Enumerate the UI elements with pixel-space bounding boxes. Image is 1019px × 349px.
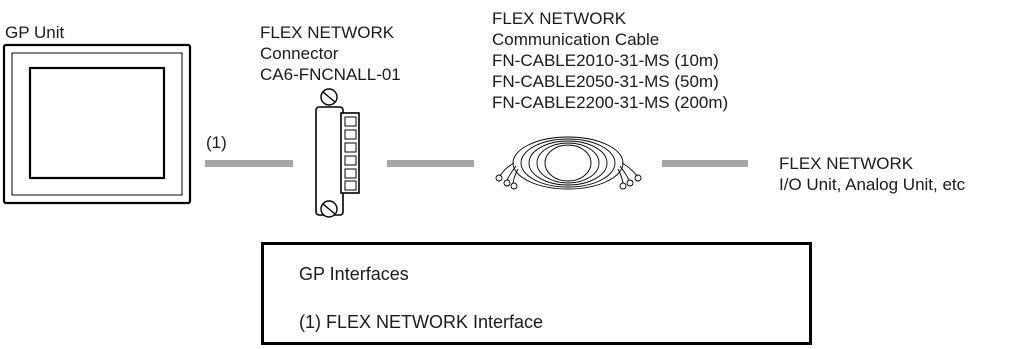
cable-segment-cable-io <box>662 160 748 167</box>
legend-item: (1) FLEX NETWORK Interface <box>299 312 544 332</box>
comm-cable-label-line: FLEX NETWORK <box>492 9 627 28</box>
connector-label-line: Connector <box>260 44 339 63</box>
comm-cable-label-line: FN-CABLE2010-31-MS (10m) <box>492 51 719 70</box>
connector-label-line: FLEX NETWORK <box>260 23 395 42</box>
comm-cable-label-line: FN-CABLE2200-31-MS (200m) <box>492 93 729 112</box>
gp-unit-device <box>2 43 192 205</box>
interface-number-label: (1) <box>206 133 227 152</box>
cable-segment-gp-connector <box>205 160 293 167</box>
connector-label: FLEX NETWORK Connector CA6-FNCNALL-01 <box>260 22 401 85</box>
connector-label-line: CA6-FNCNALL-01 <box>260 65 401 84</box>
coiled-cable-icon <box>495 136 642 190</box>
comm-cable-label-line: FN-CABLE2050-31-MS (50m) <box>492 72 719 91</box>
comm-cable-label-line: Communication Cable <box>492 30 660 49</box>
gp-unit-label: GP Unit <box>5 23 65 42</box>
comm-cable-label: FLEX NETWORK Communication Cable FN-CABL… <box>492 8 728 113</box>
gp-interfaces-legend: GP Interfaces (1) FLEX NETWORK Interface <box>261 242 812 345</box>
io-unit-label-line: FLEX NETWORK <box>779 154 914 173</box>
flex-network-connector <box>315 88 360 218</box>
io-unit-label: FLEX NETWORK I/O Unit, Analog Unit, etc <box>779 153 965 195</box>
io-unit-label-line: I/O Unit, Analog Unit, etc <box>779 175 966 194</box>
cable-segment-connector-cable <box>387 160 474 167</box>
legend-title: GP Interfaces <box>299 264 409 284</box>
